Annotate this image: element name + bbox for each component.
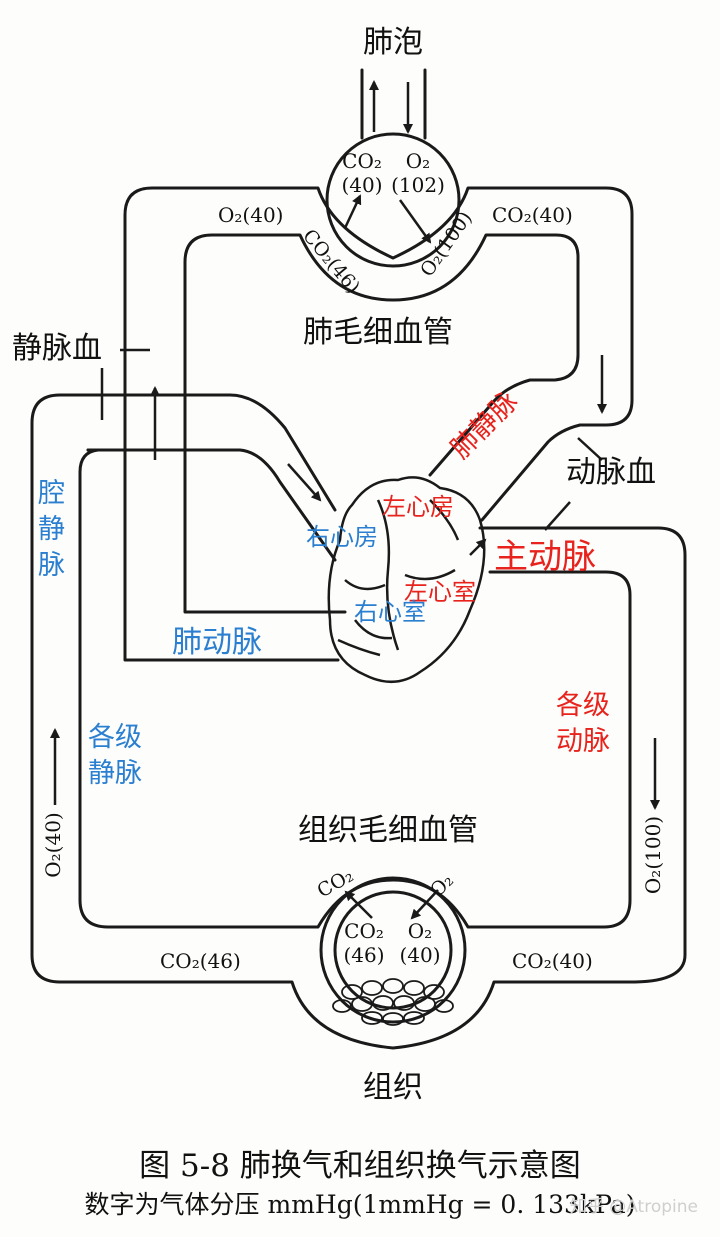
right-atrium-label: 右心房: [306, 523, 378, 551]
pulm-right-co2: CO₂(40): [492, 203, 573, 227]
arrow-aorta: [469, 538, 487, 556]
alveolus-label: 肺泡: [363, 25, 423, 60]
tissue-label: 组织: [363, 1070, 423, 1105]
arterial-blood-label: 动脉血: [566, 455, 656, 490]
figure-subtitle: 数字为气体分压 mmHg(1mmHg = 0. 133kPa): [84, 1190, 636, 1219]
alv-o2: O₂: [406, 149, 430, 173]
systemic-loop-inner: [78, 448, 632, 929]
left-atrium-wall: [429, 499, 460, 541]
watermark: 知乎 @Atropine: [569, 1197, 698, 1217]
tis-co2-val: (46): [343, 943, 384, 967]
venous-blood-label: 静脉血: [12, 331, 102, 366]
tis-co2: CO₂: [344, 919, 384, 943]
alv-co2: CO₂: [342, 149, 382, 173]
aorta-label: 主动脉: [494, 537, 596, 577]
tis-o2: O₂: [408, 919, 432, 943]
right-o2-bottom: O₂(100): [641, 816, 665, 894]
arrow-into-right-atrium: [287, 463, 322, 502]
tissue-inner-ring: [333, 890, 453, 1010]
left-atrium-label: 左心房: [382, 493, 454, 521]
arrow-o2-in-tissue: [410, 889, 439, 920]
tissue-capillary-label: 组织毛细血管: [298, 813, 478, 848]
right-ventricle-label: 右心室: [354, 598, 426, 626]
blue-labels: 右心房 右心室 肺动脉: [172, 523, 426, 660]
systemic-loop-outer: [30, 393, 687, 1050]
right-ventricle-wall: [354, 619, 393, 640]
arrow-co2-out: [343, 194, 362, 229]
vena-cava-outer: [86, 393, 337, 512]
alv-o2-val: (102): [391, 173, 445, 197]
pulmonary-artery-outer: [123, 393, 340, 662]
pulmonary-vein-label: 肺静脉: [445, 386, 524, 465]
flow-arrows: [50, 80, 660, 920]
pulmonary-loop-inner: [183, 233, 580, 477]
pulmonary-capillary-label: 肺毛细血管: [303, 315, 453, 350]
alv-co2-val: (40): [341, 173, 382, 197]
tis-left-co2: CO₂(46): [160, 949, 241, 973]
arterial-tick: [544, 501, 571, 531]
heart-detail: [337, 638, 381, 657]
pulmonary-artery-label: 肺动脉: [172, 625, 262, 660]
veins-label: 各级静脉: [88, 722, 142, 789]
arterial-label-tick: [577, 437, 603, 461]
alveolus: [325, 132, 461, 268]
left-o2-bottom: O₂(40): [41, 812, 65, 877]
vessel-outlines: [30, 68, 687, 1050]
arrow-co2-out-tissue: [344, 890, 373, 919]
cap-o2: O₂(100): [416, 207, 477, 280]
pulm-left-o2: O₂(40): [218, 203, 283, 227]
arteries-label: 各级动脉: [556, 690, 610, 757]
tissue-cells: [332, 978, 454, 1026]
heart-septum: [376, 499, 400, 651]
tis-right-co2: CO₂(40): [512, 949, 593, 973]
left-ventricle-label: 左心室: [404, 578, 476, 606]
pulmonary-loop-outer: [123, 186, 634, 522]
pulmonary-artery-inner: [183, 393, 347, 614]
heart-outline: [327, 476, 486, 683]
vena-cava-label: 腔静脉: [38, 478, 65, 581]
figure-title: 图 5-8 肺换气和组织换气示意图: [139, 1148, 581, 1184]
tissue-capillary: [319, 876, 467, 1024]
tis-o2-val: (40): [399, 943, 440, 967]
valve-left: [404, 568, 456, 581]
vena-cava-inner: [86, 448, 337, 562]
arrow-o2-in: [398, 199, 432, 244]
valve-right: [344, 579, 386, 591]
heart: [327, 476, 486, 683]
